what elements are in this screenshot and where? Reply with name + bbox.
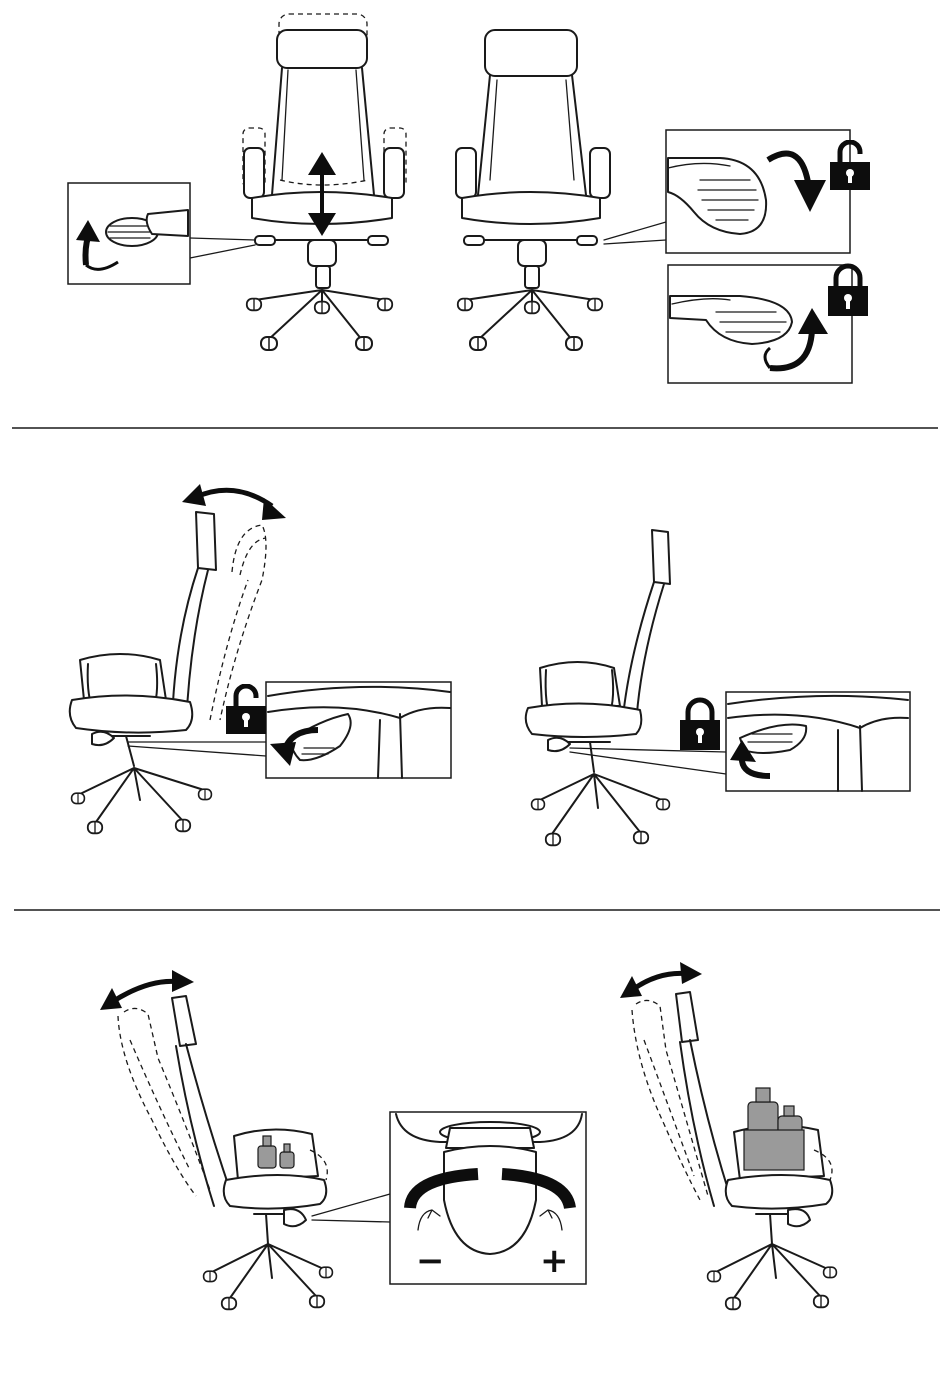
padlock-open-icon [226,686,266,734]
increase-symbol: + [540,1241,569,1281]
step-seat-height [68,14,870,383]
inset-lever-up [68,183,255,284]
step-backrest-tilt-lock [70,484,910,845]
inset-unlock [604,130,870,253]
chair-front-adjustable [243,14,406,350]
inset-lock [668,265,868,383]
chair-light-tension [100,970,332,1309]
inset-tension-knob: − + [312,1112,586,1284]
weight-icon [744,1088,804,1170]
chair-heavy-tension [620,962,836,1309]
step-tilt-tension: − + [100,962,836,1309]
chair-side-locked [526,530,670,845]
padlock-closed-icon [680,700,720,750]
decrease-symbol: − [416,1241,445,1281]
chair-side-unlocked [70,484,286,833]
chair-front-locked [456,30,610,350]
